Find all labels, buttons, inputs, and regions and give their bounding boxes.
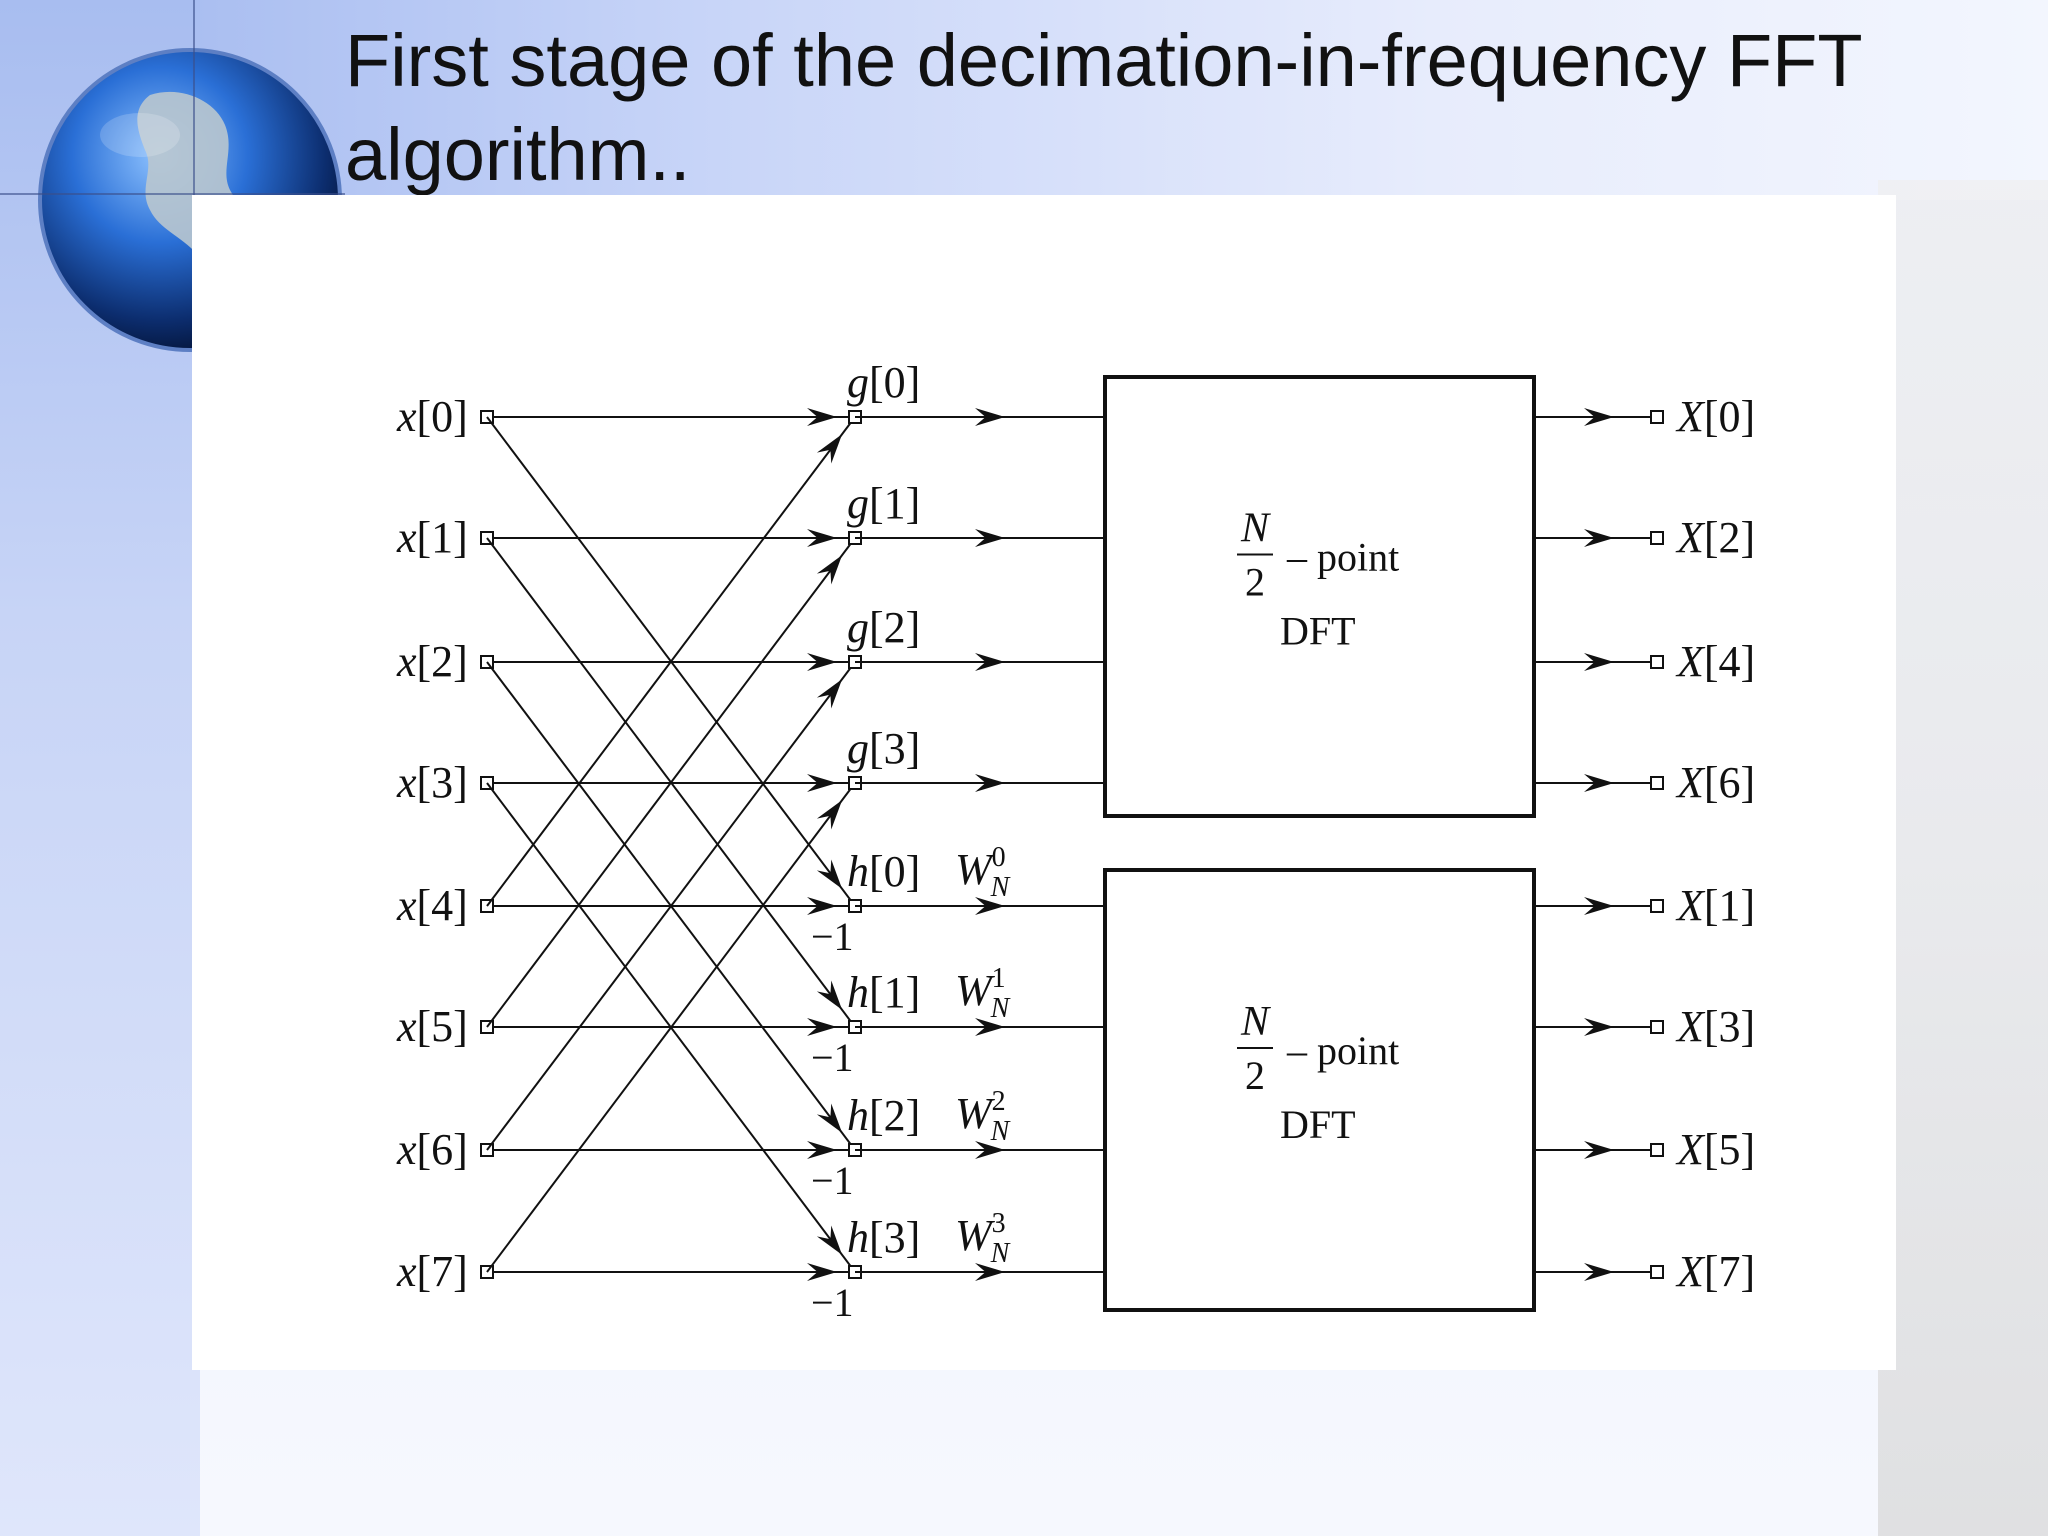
dft-point-label: – point: [1286, 535, 1399, 580]
intermediate-label: h[0]: [847, 847, 920, 896]
minus-one-label: −1: [811, 1035, 854, 1080]
input-label: x[7]: [396, 1247, 468, 1296]
minus-one-label: −1: [811, 1158, 854, 1203]
intermediate-label: h[1]: [847, 968, 920, 1017]
branch-arrow: [807, 774, 837, 792]
branch-arrow: [1584, 1018, 1614, 1036]
butterfly-arrow: [816, 980, 843, 1010]
intermediate-label: g[1]: [847, 479, 920, 528]
butterfly-arrow: [816, 1103, 843, 1133]
butterfly-arrow: [816, 859, 843, 889]
butterfly-arrow: [816, 1225, 843, 1255]
branch-arrow: [1584, 653, 1614, 671]
branch-arrow: [807, 1018, 837, 1036]
dft-block: [1103, 868, 1536, 1312]
intermediate-label: g[2]: [847, 603, 920, 652]
input-label: x[1]: [396, 513, 468, 562]
input-label: x[5]: [396, 1002, 468, 1051]
branch-arrow: [807, 897, 837, 915]
output-label: X[4]: [1675, 637, 1755, 686]
output-label: X[2]: [1675, 513, 1755, 562]
branch-arrow: [1584, 529, 1614, 547]
slide-header-background: [0, 0, 2048, 200]
output-node: [1650, 776, 1664, 790]
butterfly-arrow: [816, 679, 843, 709]
output-label: X[5]: [1675, 1125, 1755, 1174]
output-node: [1650, 410, 1664, 424]
dft-denominator: 2: [1245, 560, 1265, 605]
input-label: x[4]: [396, 881, 468, 930]
fft-flow-graph: x[0] x[1] x[2] x[3] x[4] x[5] x[6] x[7] g[0] g[1]…: [396, 358, 1755, 1325]
dft-point-label: – point: [1286, 1028, 1399, 1073]
branch-arrow: [975, 1263, 1005, 1281]
output-label: X[3]: [1675, 1002, 1755, 1051]
output-node: [1650, 655, 1664, 669]
input-label: x[2]: [396, 637, 468, 686]
dft-numerator: N: [1240, 999, 1271, 1045]
output-label: X[7]: [1675, 1247, 1755, 1296]
branch-arrow: [975, 1018, 1005, 1036]
branch-arrow: [807, 653, 837, 671]
dft-block: [1103, 375, 1536, 818]
branch-arrow: [975, 774, 1005, 792]
dft-numerator: N: [1240, 506, 1271, 552]
dft-denominator: 2: [1245, 1053, 1265, 1098]
butterfly-branch: [486, 537, 856, 1028]
butterfly-arrow: [816, 555, 843, 585]
branch-arrow: [975, 653, 1005, 671]
input-label: x[6]: [396, 1125, 468, 1174]
fft-diagram: x[0] x[1] x[2] x[3] x[4] x[5] x[6] x[7] g[0] g[1]…: [192, 195, 1896, 1370]
output-label: X[6]: [1675, 758, 1755, 807]
slide-crosshair-h: [0, 193, 345, 195]
output-node: [1650, 1143, 1664, 1157]
branch-arrow: [1584, 897, 1614, 915]
input-label: x[3]: [396, 758, 468, 807]
output-node: [1650, 1265, 1664, 1279]
intermediate-label: h[3]: [847, 1213, 920, 1262]
branch-arrow: [807, 1263, 837, 1281]
branch-arrow: [1584, 408, 1614, 426]
branch-arrow: [1584, 1263, 1614, 1281]
butterfly-branch: [486, 661, 856, 1151]
butterfly-branch: [486, 416, 856, 907]
butterfly-branch: [486, 782, 856, 1273]
branch-arrow: [807, 1141, 837, 1159]
background-texture: [1878, 180, 2048, 1536]
branch-arrow: [1584, 774, 1614, 792]
intermediate-label: g[0]: [847, 358, 920, 407]
output-node: [1650, 899, 1664, 913]
intermediate-label: g[3]: [847, 724, 920, 773]
output-label: X[1]: [1675, 881, 1755, 930]
butterfly-arrow: [816, 800, 843, 830]
minus-one-label: −1: [811, 914, 854, 959]
intermediate-label: h[2]: [847, 1091, 920, 1140]
branch-arrow: [1584, 1141, 1614, 1159]
dft-name-label: DFT: [1280, 609, 1356, 654]
input-label: x[0]: [396, 392, 468, 441]
output-node: [1650, 1020, 1664, 1034]
branch-arrow: [975, 408, 1005, 426]
dft-name-label: DFT: [1280, 1102, 1356, 1147]
branch-arrow: [807, 529, 837, 547]
butterfly-arrow: [816, 434, 843, 464]
slide-title: First stage of the decimation-in-frequen…: [345, 19, 1862, 196]
branch-arrow: [975, 897, 1005, 915]
branch-arrow: [975, 1141, 1005, 1159]
branch-arrow: [807, 408, 837, 426]
minus-one-label: −1: [811, 1280, 854, 1325]
branch-arrow: [975, 529, 1005, 547]
output-label: X[0]: [1675, 392, 1755, 441]
slide-crosshair-v: [193, 0, 195, 340]
output-node: [1650, 531, 1664, 545]
